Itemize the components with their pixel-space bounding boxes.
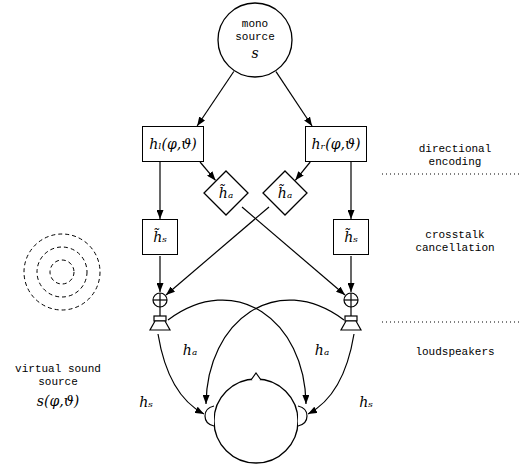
separator-line <box>382 174 522 175</box>
sum-symbol <box>344 293 358 307</box>
loudspeaker-icon <box>150 316 170 330</box>
crosstalk-line <box>166 207 269 295</box>
stage-label: crosstalk cancellation <box>408 229 502 255</box>
sum-symbol <box>153 293 167 307</box>
virtual-source-waves <box>24 234 100 310</box>
filter-box: hₗ(φ,ϑ) <box>142 126 204 162</box>
filter-box: h̃ₛ <box>142 219 178 255</box>
path-label: hₛ <box>358 393 374 411</box>
node-text: s <box>251 44 258 62</box>
node-text: h̃ₐ <box>219 184 233 202</box>
path-label: hₛ <box>138 393 154 411</box>
source-label: virtual sound source <box>14 363 102 389</box>
stage-label: loudspeakers <box>408 346 502 359</box>
separator-line <box>382 322 522 323</box>
node-text: h̃ₐ <box>278 184 292 202</box>
listener-head <box>205 373 307 463</box>
node-text: h̃ₛ <box>344 228 358 246</box>
loudspeaker-icon <box>341 316 361 330</box>
filter-box: hᵣ(φ,ϑ) <box>305 126 367 162</box>
acoustic-path <box>308 334 354 414</box>
source-symbol: s(φ,ϑ) <box>36 392 80 410</box>
circle-outline <box>218 3 292 77</box>
signal-arrow <box>276 72 312 126</box>
crosstalk-line <box>242 207 345 295</box>
source-circle: mono sources <box>217 2 293 78</box>
filter-diamond: h̃ₐ <box>262 170 308 216</box>
filter-box: h̃ₛ <box>333 219 369 255</box>
signal-arrow <box>200 162 215 180</box>
stage-label: directional encoding <box>408 143 502 169</box>
signal-arrow <box>159 162 160 219</box>
node-text: h̃ₛ <box>153 228 167 246</box>
acoustic-path <box>158 334 204 414</box>
node-text: hₗ(φ,ϑ) <box>149 135 197 153</box>
signal-line <box>159 256 160 292</box>
diamond-outline <box>204 171 248 215</box>
filter-diamond: h̃ₐ <box>203 170 249 216</box>
acoustic-path <box>206 300 344 404</box>
signal-line <box>159 307 160 316</box>
path-label: hₐ <box>314 341 330 359</box>
signal-line <box>350 307 351 316</box>
acoustic-path <box>168 300 306 404</box>
node-text: mono source <box>232 18 278 44</box>
signal-line <box>350 256 351 292</box>
signal-arrow <box>350 162 351 219</box>
signal-arrow <box>295 162 310 180</box>
node-text: hᵣ(φ,ϑ) <box>311 135 360 153</box>
path-label: hₐ <box>182 341 198 359</box>
signal-arrow <box>197 72 234 126</box>
diamond-outline <box>263 171 307 215</box>
